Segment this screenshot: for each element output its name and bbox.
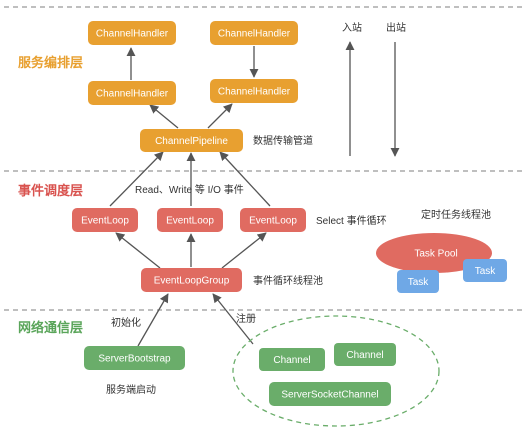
- channel-handler-mid-left: ChannelHandler: [88, 81, 176, 105]
- svg-text:Task: Task: [408, 277, 430, 288]
- svg-text:ChannelHandler: ChannelHandler: [218, 29, 291, 40]
- svg-text:Channel: Channel: [346, 350, 383, 361]
- loop-thread-pool-label: 事件循环线程池: [253, 274, 323, 287]
- channel-handler-mid-right: ChannelHandler: [210, 79, 298, 103]
- eventloop-group: EventLoopGroup: [141, 268, 242, 292]
- select-loop-label: Select 事件循环: [316, 214, 387, 227]
- eventloop-2: EventLoop: [157, 208, 223, 232]
- svg-text:ChannelPipeline: ChannelPipeline: [155, 136, 228, 147]
- outbound-label: 出站: [386, 21, 406, 34]
- svg-text:EventLoop: EventLoop: [81, 216, 129, 227]
- task-1: Task: [397, 270, 439, 293]
- arrow-bootstrap-to-group: [137, 293, 169, 347]
- arrow-pipeline-to-handler-mid-left: [149, 104, 179, 129]
- server-socket-channel: ServerSocketChannel: [269, 382, 391, 406]
- svg-text:ServerSocketChannel: ServerSocketChannel: [281, 390, 378, 401]
- svg-text:ChannelHandler: ChannelHandler: [96, 89, 169, 100]
- svg-text:Channel: Channel: [273, 355, 310, 366]
- eventloop-1: EventLoop: [72, 208, 138, 232]
- eventloop-3: EventLoop: [240, 208, 306, 232]
- layer-title-event: 事件调度层: [18, 183, 83, 198]
- arrow-eventloop3-to-pipeline: [219, 151, 271, 207]
- svg-text:Task Pool: Task Pool: [414, 249, 457, 260]
- svg-text:ChannelHandler: ChannelHandler: [218, 87, 291, 98]
- io-events-label: Read、Write 等 I/O 事件: [135, 183, 244, 196]
- inbound-label: 入站: [342, 21, 362, 34]
- arrow-eventloop1-to-pipeline: [109, 151, 164, 207]
- svg-text:Task: Task: [475, 266, 497, 277]
- channel-2: Channel: [334, 343, 396, 366]
- pipeline-description: 数据传输管道: [253, 134, 313, 147]
- server-start-label: 服务端启动: [106, 383, 156, 396]
- init-label: 初始化: [111, 316, 141, 329]
- channel-handler-top-left: ChannelHandler: [88, 21, 176, 45]
- svg-text:ServerBootstrap: ServerBootstrap: [98, 354, 171, 365]
- channel-handler-top-right: ChannelHandler: [210, 21, 298, 45]
- channel-1: Channel: [259, 348, 325, 371]
- svg-text:EventLoopGroup: EventLoopGroup: [154, 276, 230, 287]
- task-2: Task: [463, 259, 507, 282]
- arrow-group-to-eventloop1: [115, 232, 161, 269]
- timed-tasks-label: 定时任务线程池: [421, 208, 491, 221]
- channel-pipeline: ChannelPipeline: [140, 129, 243, 152]
- arrow-channels-to-group: [212, 293, 254, 345]
- layer-title-network: 网络通信层: [18, 320, 83, 335]
- arrow-pipeline-to-handler-mid-right: [207, 103, 233, 129]
- svg-text:EventLoop: EventLoop: [249, 216, 297, 227]
- channels-group-outline: [232, 315, 440, 427]
- arrow-group-to-eventloop3: [221, 232, 267, 269]
- svg-text:EventLoop: EventLoop: [166, 216, 214, 227]
- svg-text:ChannelHandler: ChannelHandler: [96, 29, 169, 40]
- register-label: 注册: [236, 312, 256, 325]
- server-bootstrap: ServerBootstrap: [84, 346, 185, 370]
- layer-title-service: 服务编排层: [18, 55, 83, 70]
